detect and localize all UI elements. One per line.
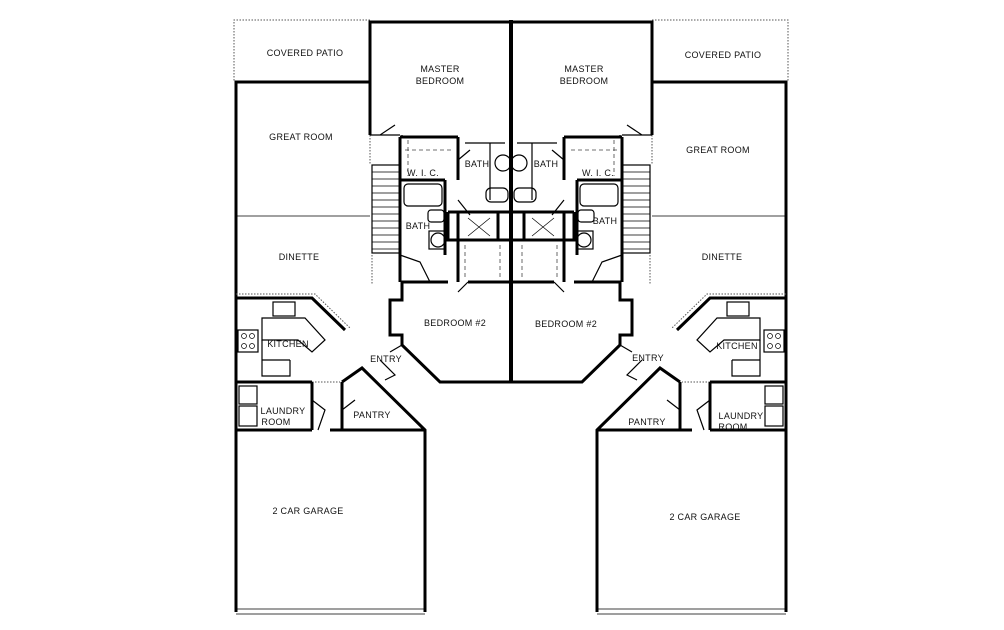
kitchen-label: KITCHEN	[716, 341, 758, 351]
kitchen-label: KITCHEN	[267, 339, 309, 349]
bath-label: BATH	[406, 221, 431, 231]
great-room-label: GREAT ROOM	[269, 132, 333, 142]
entry-label: ENTRY	[370, 354, 402, 364]
bath-label: BATH	[593, 216, 618, 226]
laundry-room-label: ROOM	[718, 422, 747, 432]
covered-patio-label: COVERED PATIO	[685, 50, 762, 60]
master-bedroom-label: MASTER	[564, 64, 604, 74]
laundry-room-label: LAUNDRY	[719, 411, 764, 421]
pantry-label: PANTRY	[353, 410, 390, 420]
garage-label: 2 CAR GARAGE	[669, 512, 740, 522]
garage-label: 2 CAR GARAGE	[272, 506, 343, 516]
left-unit-walls	[232, 18, 513, 616]
master-bath-label: BATH	[534, 159, 559, 169]
wic-label: W. I. C.	[407, 168, 439, 178]
dinette-label: DINETTE	[702, 252, 743, 262]
master-bath-label: BATH	[465, 159, 490, 169]
wic-label: W. I. C.	[582, 168, 614, 178]
right-unit-walls	[509, 18, 790, 616]
bedroom-2-label: BEDROOM #2	[424, 318, 486, 328]
great-room-label: GREAT ROOM	[686, 145, 750, 155]
right-unit-labels: COVERED PATIO MASTER BEDROOM GREAT ROOM …	[534, 50, 764, 522]
laundry-room-label: ROOM	[261, 417, 290, 427]
master-bedroom-label: BEDROOM	[560, 76, 609, 86]
entry-label: ENTRY	[632, 353, 664, 363]
laundry-room-label: LAUNDRY	[261, 406, 306, 416]
master-bedroom-label: MASTER	[420, 64, 460, 74]
master-bedroom-label: BEDROOM	[416, 76, 465, 86]
bedroom-2-label: BEDROOM #2	[535, 319, 597, 329]
pantry-label: PANTRY	[628, 417, 665, 427]
covered-patio-label: COVERED PATIO	[267, 48, 344, 58]
left-unit-labels: COVERED PATIO MASTER BEDROOM GREAT ROOM …	[261, 48, 490, 516]
dinette-label: DINETTE	[279, 252, 320, 262]
